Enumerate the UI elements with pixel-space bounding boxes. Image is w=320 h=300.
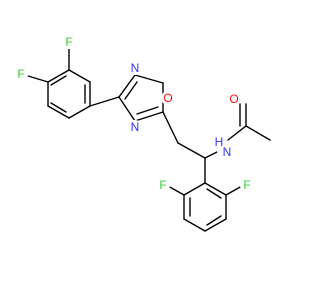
atom-label-backdrop — [240, 178, 254, 192]
fluorine-atom-label: F — [65, 35, 72, 49]
bond — [27, 75, 49, 83]
bond — [124, 81, 138, 100]
bond — [118, 74, 136, 98]
bond-layer — [27, 48, 271, 232]
bond — [227, 125, 247, 141]
bond — [206, 188, 222, 199]
fluorine-atom-label: F — [17, 67, 24, 81]
bond — [47, 105, 70, 119]
atom-label-backdrop — [128, 120, 142, 134]
bond — [183, 218, 206, 232]
bond — [162, 111, 179, 144]
atom-label-backdrop — [128, 61, 142, 75]
bond — [245, 125, 271, 141]
atom-label-backdrop — [227, 92, 241, 106]
fluorine-atom-label: F — [243, 178, 250, 192]
nitrogen-atom-label: N — [223, 145, 232, 159]
bond — [177, 142, 206, 159]
bond — [204, 182, 227, 196]
bond — [206, 215, 222, 226]
oxygen-atom-label: O — [229, 92, 238, 106]
atom-label-backdrop — [62, 35, 76, 49]
bond — [47, 69, 70, 83]
bond — [68, 69, 91, 83]
bond — [134, 111, 164, 122]
bond — [50, 75, 67, 86]
hydrogen-atom-label: H — [215, 135, 224, 149]
oxygen-atom-label: O — [163, 91, 172, 105]
bond — [50, 102, 67, 113]
atom-label-backdrop — [161, 91, 175, 105]
bond — [167, 185, 185, 196]
bond — [183, 182, 206, 196]
bond — [134, 74, 164, 84]
bond — [136, 106, 159, 115]
atom-label-layer: F F N O N O N H F F — [14, 35, 254, 192]
atom-label-backdrop — [14, 67, 28, 81]
nitrogen-atom-label: N — [131, 61, 140, 75]
bond — [89, 96, 120, 107]
bond — [225, 185, 243, 196]
atom-label-backdrop — [217, 141, 235, 159]
bond — [68, 105, 91, 119]
fluorine-atom-label: F — [159, 178, 166, 192]
nitrogen-atom-label: N — [131, 120, 140, 134]
molecule-structure-diagram: F F N O N O N H F F — [14, 35, 271, 232]
bond — [204, 218, 227, 232]
atom-label-backdrop — [156, 178, 170, 192]
bond — [118, 96, 136, 122]
